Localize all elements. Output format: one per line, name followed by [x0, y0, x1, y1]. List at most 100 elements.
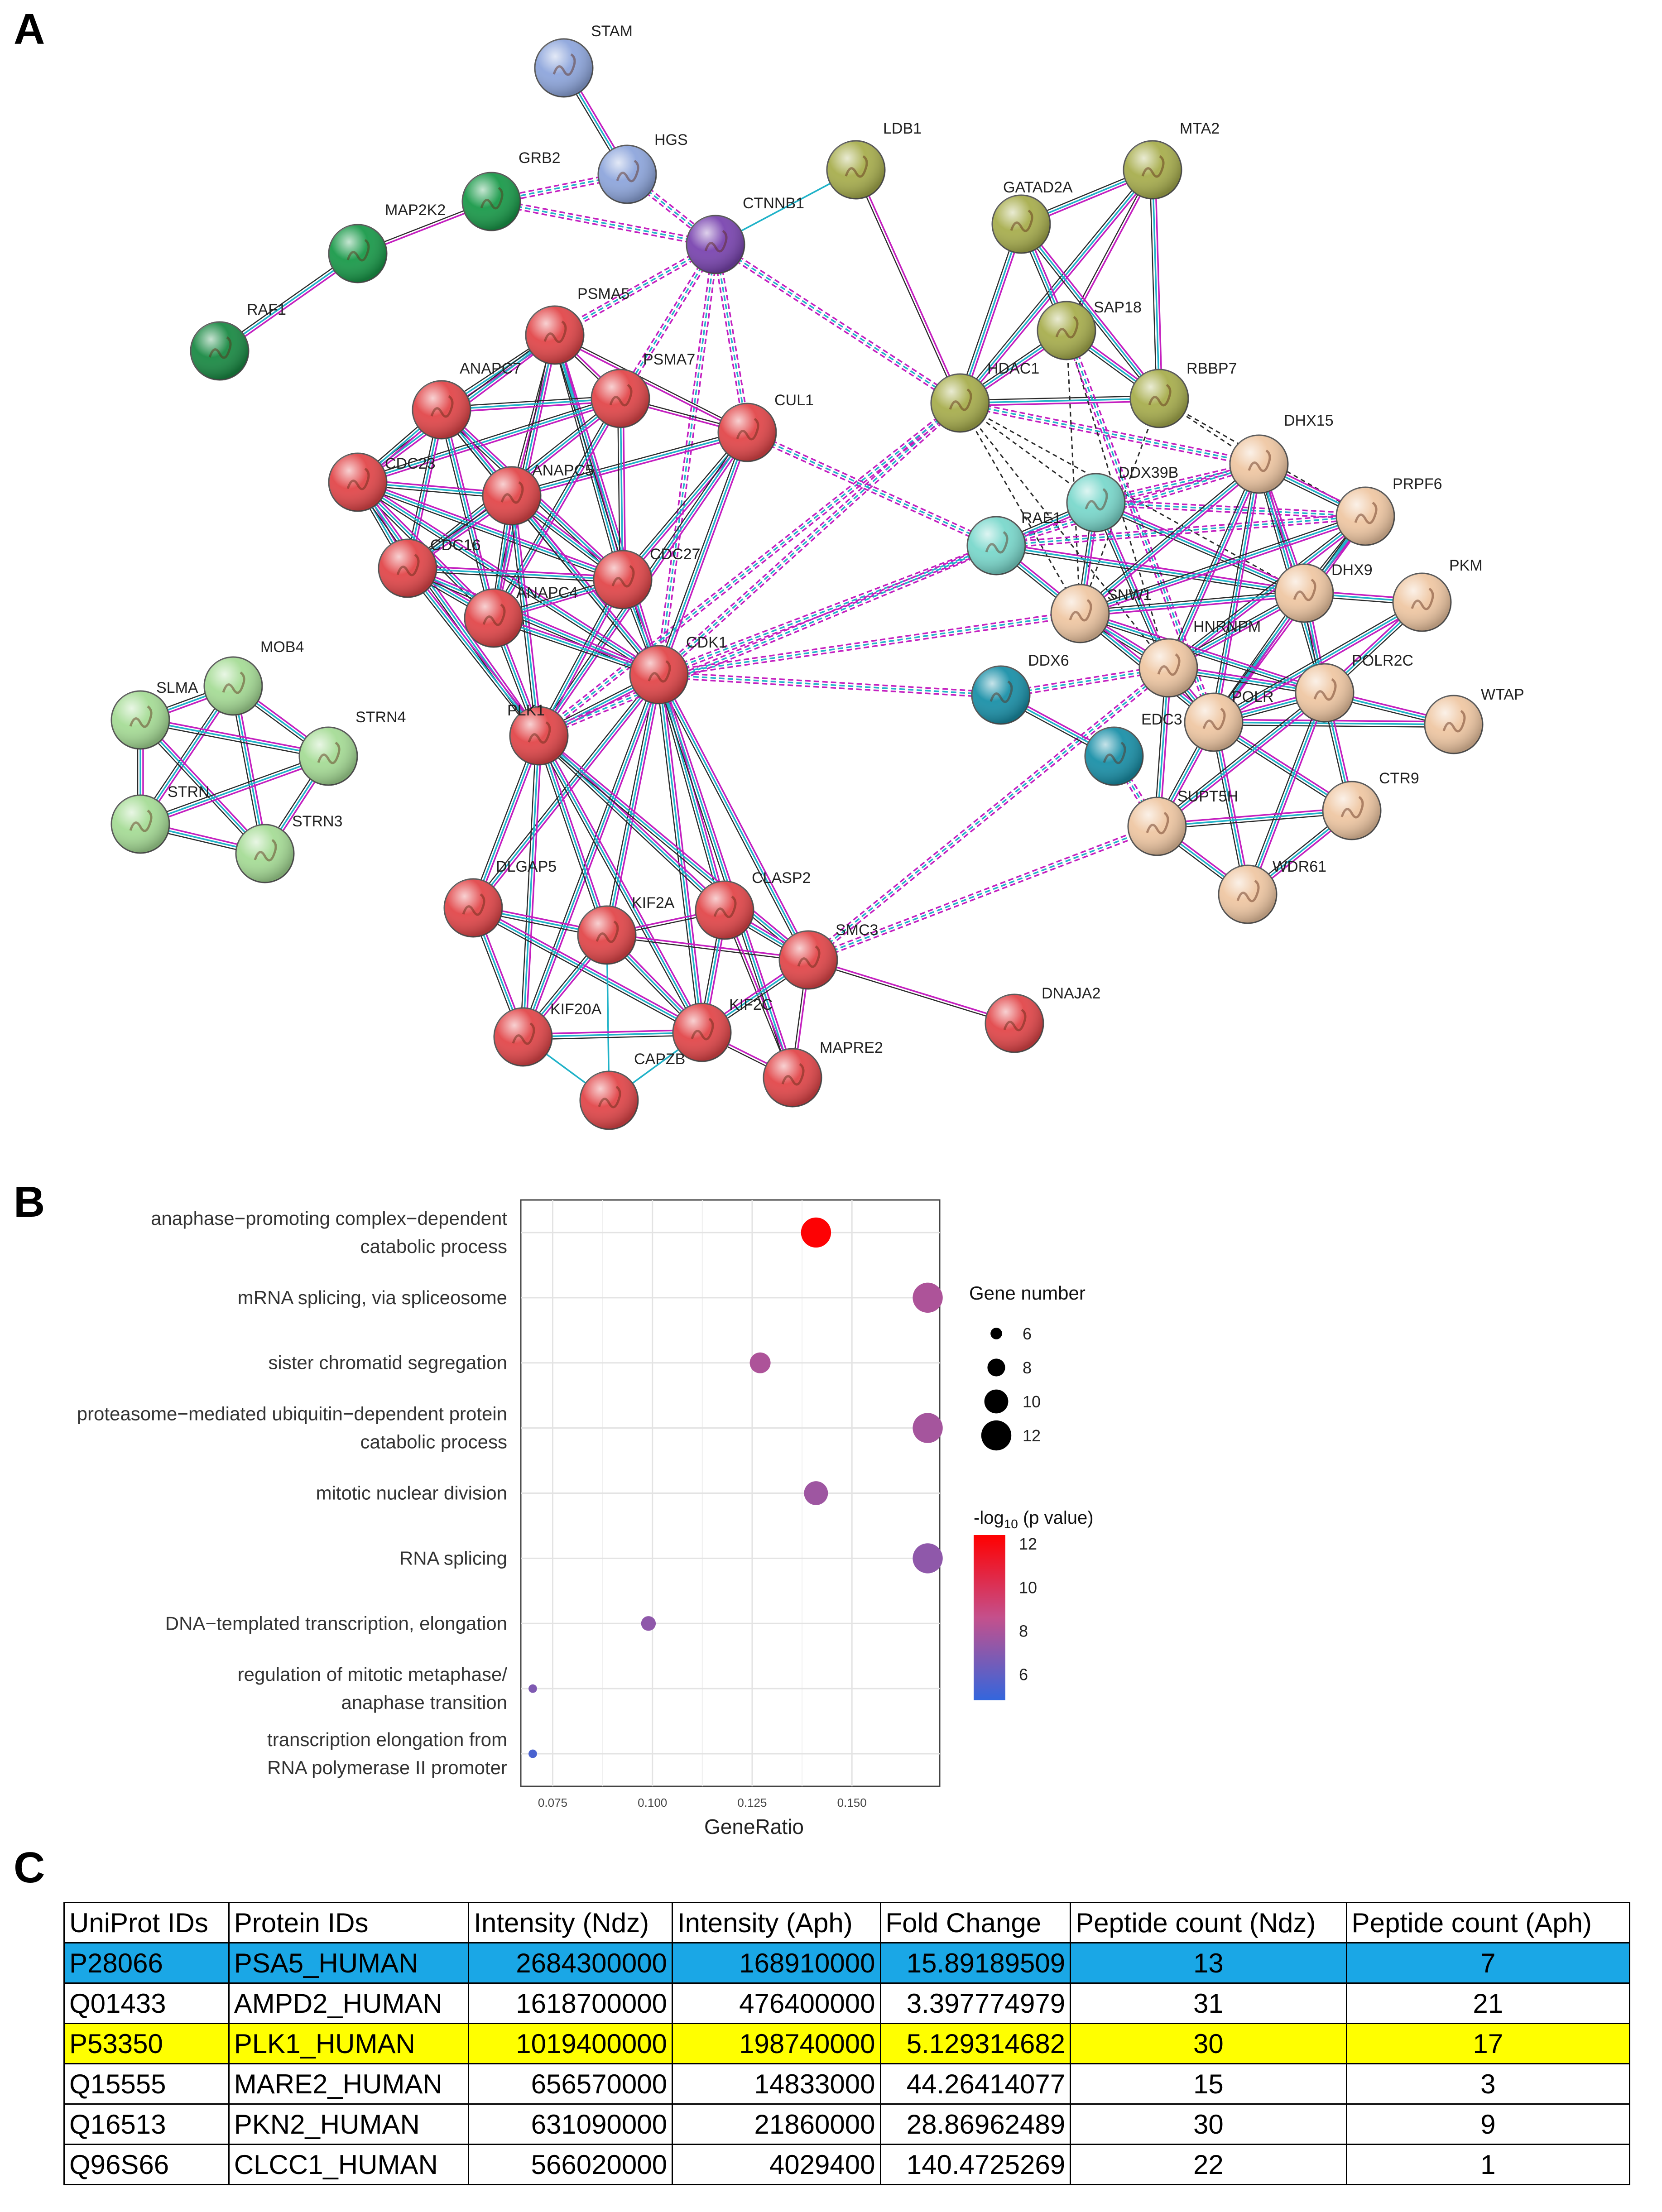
cell-protein: PSA5_HUMAN [228, 1942, 470, 1984]
node-anapc7[interactable]: ANAPC7 [412, 360, 521, 440]
cell-intensity-aph: 14833000 [671, 2063, 881, 2105]
node-hgs[interactable]: HGS [597, 131, 688, 204]
edge-cdc16-cdc27 [407, 565, 623, 583]
node-clasp2[interactable]: CLASP2 [695, 869, 811, 940]
node-dhx9[interactable]: DHX9 [1274, 561, 1373, 623]
node-kif20a[interactable]: KIF20A [493, 1001, 602, 1067]
edge-anapc5-cdk1 [509, 494, 662, 677]
node-map2k2[interactable]: MAP2K2 [328, 202, 446, 283]
node-ddx6[interactable]: DDX6 [971, 652, 1069, 725]
node-polr2a[interactable]: POLR [1184, 688, 1274, 752]
node-psma5[interactable]: PSMA5 [525, 285, 629, 365]
edge-ctnnb1-cdk1 [655, 244, 719, 676]
cell-uniprot: Q15555 [63, 2063, 230, 2105]
edge-plk1-dlgap5 [470, 734, 543, 909]
node-ctr9[interactable]: CTR9 [1322, 770, 1419, 840]
edge-plk1-kif2c [536, 734, 705, 1034]
node-cdk1[interactable]: CDK1 [629, 634, 727, 705]
header-fold-change: Fold Change [879, 1902, 1071, 1943]
node-kif2c[interactable]: KIF2C [672, 996, 773, 1062]
node-strn3[interactable]: STRN3 [235, 813, 342, 883]
term-label: proteasome−mediated ubiquitin−dependent … [77, 1403, 507, 1425]
node-mapre2[interactable]: MAPRE2 [763, 1039, 883, 1108]
term-label: transcription elongation from [267, 1729, 507, 1750]
node-dnaja2[interactable]: DNAJA2 [985, 985, 1100, 1053]
node-slmap[interactable]: SLMA [110, 679, 198, 750]
node-strn[interactable]: STRN [110, 783, 210, 854]
node-label-hnrnpm: HNRNPM [1193, 618, 1261, 635]
node-rbbp7[interactable]: RBBP7 [1129, 360, 1237, 428]
node-hdac1[interactable]: HDAC1 [930, 360, 1039, 433]
node-snw1[interactable]: SNW1 [1050, 584, 1152, 643]
node-stam[interactable]: STAM [534, 23, 633, 98]
cell-uniprot: P28066 [63, 1942, 230, 1984]
node-gatad2a[interactable]: GATAD2A [991, 179, 1073, 254]
node-label-rae1: RAE1 [1021, 509, 1062, 527]
node-label-anapc5: ANAPC5 [532, 462, 594, 479]
node-sap18[interactable]: SAP18 [1037, 299, 1142, 360]
cell-fold-change: 44.26414077 [879, 2063, 1071, 2105]
node-wdr61[interactable]: WDR61 [1218, 858, 1326, 924]
node-psma7[interactable]: PSMA7 [591, 351, 695, 428]
node-prpf6[interactable]: PRPF6 [1335, 475, 1442, 546]
node-smc3[interactable]: SMC3 [778, 921, 878, 990]
node-label-anapc7: ANAPC7 [460, 360, 521, 377]
header-protein-ids: Protein IDs [228, 1902, 470, 1943]
table-row: Q01433 AMPD2_HUMAN 1618700000 476400000 … [63, 1982, 1631, 2024]
node-label-mob4: MOB4 [260, 638, 304, 656]
term-label: regulation of mitotic metaphase/ [238, 1664, 508, 1685]
node-cdc27[interactable]: CDC27 [593, 546, 700, 609]
table-row: P28066 PSA5_HUMAN 2684300000 168910000 1… [63, 1942, 1631, 1984]
edge-ddx39b-dhx9 [1095, 499, 1306, 596]
node-anapc5[interactable]: ANAPC5 [482, 462, 594, 526]
edge-hdac1-plk1 [537, 400, 962, 739]
node-ddx39b[interactable]: DDX39B [1066, 464, 1178, 533]
node-ldb1[interactable]: LDB1 [826, 120, 922, 200]
cell-intensity-ndz: 2684300000 [468, 1942, 673, 1984]
node-label-sap18: SAP18 [1094, 299, 1142, 316]
cell-intensity-ndz: 1618700000 [468, 1982, 673, 2024]
node-label-mta2: MTA2 [1180, 120, 1220, 137]
edge-kif20a-kif2c [523, 1029, 702, 1041]
node-label-cul1: CUL1 [774, 392, 814, 409]
cell-protein: MARE2_HUMAN [228, 2063, 470, 2105]
cell-peptide-ndz: 15 [1070, 2063, 1347, 2105]
node-label-map2k2: MAP2K2 [385, 202, 446, 219]
node-rae1[interactable]: RAE1 [966, 509, 1062, 576]
node-cdc16[interactable]: CDC16 [378, 537, 480, 598]
node-label-strn3: STRN3 [292, 813, 342, 830]
node-raf1[interactable]: RAF1 [190, 301, 286, 381]
node-anapc4[interactable]: ANAPC4 [464, 584, 578, 648]
node-grb2[interactable]: GRB2 [461, 149, 561, 231]
node-label-pkm: PKM [1449, 557, 1483, 574]
node-supt5h[interactable]: SUPT5H [1127, 788, 1238, 856]
node-ctnnb1[interactable]: CTNNB1 [686, 195, 804, 274]
node-edc3[interactable]: EDC3 [1084, 711, 1182, 786]
node-dlgap5[interactable]: DLGAP5 [443, 858, 557, 938]
size-legend-dot [984, 1389, 1009, 1414]
edge-ldb1-hdac1 [854, 169, 962, 404]
node-label-kif20a: KIF20A [550, 1001, 602, 1018]
node-wtap[interactable]: WTAP [1424, 686, 1524, 754]
node-cul1[interactable]: CUL1 [717, 392, 814, 462]
edge-dhx9-snw1 [1080, 590, 1305, 617]
node-label-dnaja2: DNAJA2 [1042, 985, 1100, 1002]
node-mta2[interactable]: MTA2 [1123, 120, 1220, 200]
node-mob4[interactable]: MOB4 [203, 638, 304, 716]
node-label-supt5h: SUPT5H [1177, 788, 1238, 805]
node-pkm[interactable]: PKM [1392, 557, 1483, 632]
size-legend-title: Gene number [969, 1282, 1086, 1304]
node-strn4[interactable]: STRN4 [298, 709, 406, 786]
node-capzb[interactable]: CAPZB [579, 1051, 685, 1130]
node-plk1[interactable]: PLK1 [507, 702, 569, 766]
table-row: Q16513 PKN2_HUMAN 631090000 21860000 28.… [63, 2103, 1631, 2145]
node-dhx15[interactable]: DHX15 [1229, 412, 1334, 494]
x-tick-label: 0.125 [737, 1796, 767, 1809]
node-cdc23[interactable]: CDC23 [328, 452, 435, 512]
node-kif2a[interactable]: KIF2A [577, 894, 675, 965]
node-hnrnpm[interactable]: HNRNPM [1138, 618, 1261, 698]
node-label-polr2c: POLR2C [1352, 652, 1413, 669]
term-label: RNA polymerase II promoter [267, 1757, 507, 1778]
edge-cdk1-snw1 [658, 610, 1081, 678]
node-polr2c[interactable]: POLR2C [1295, 652, 1413, 723]
